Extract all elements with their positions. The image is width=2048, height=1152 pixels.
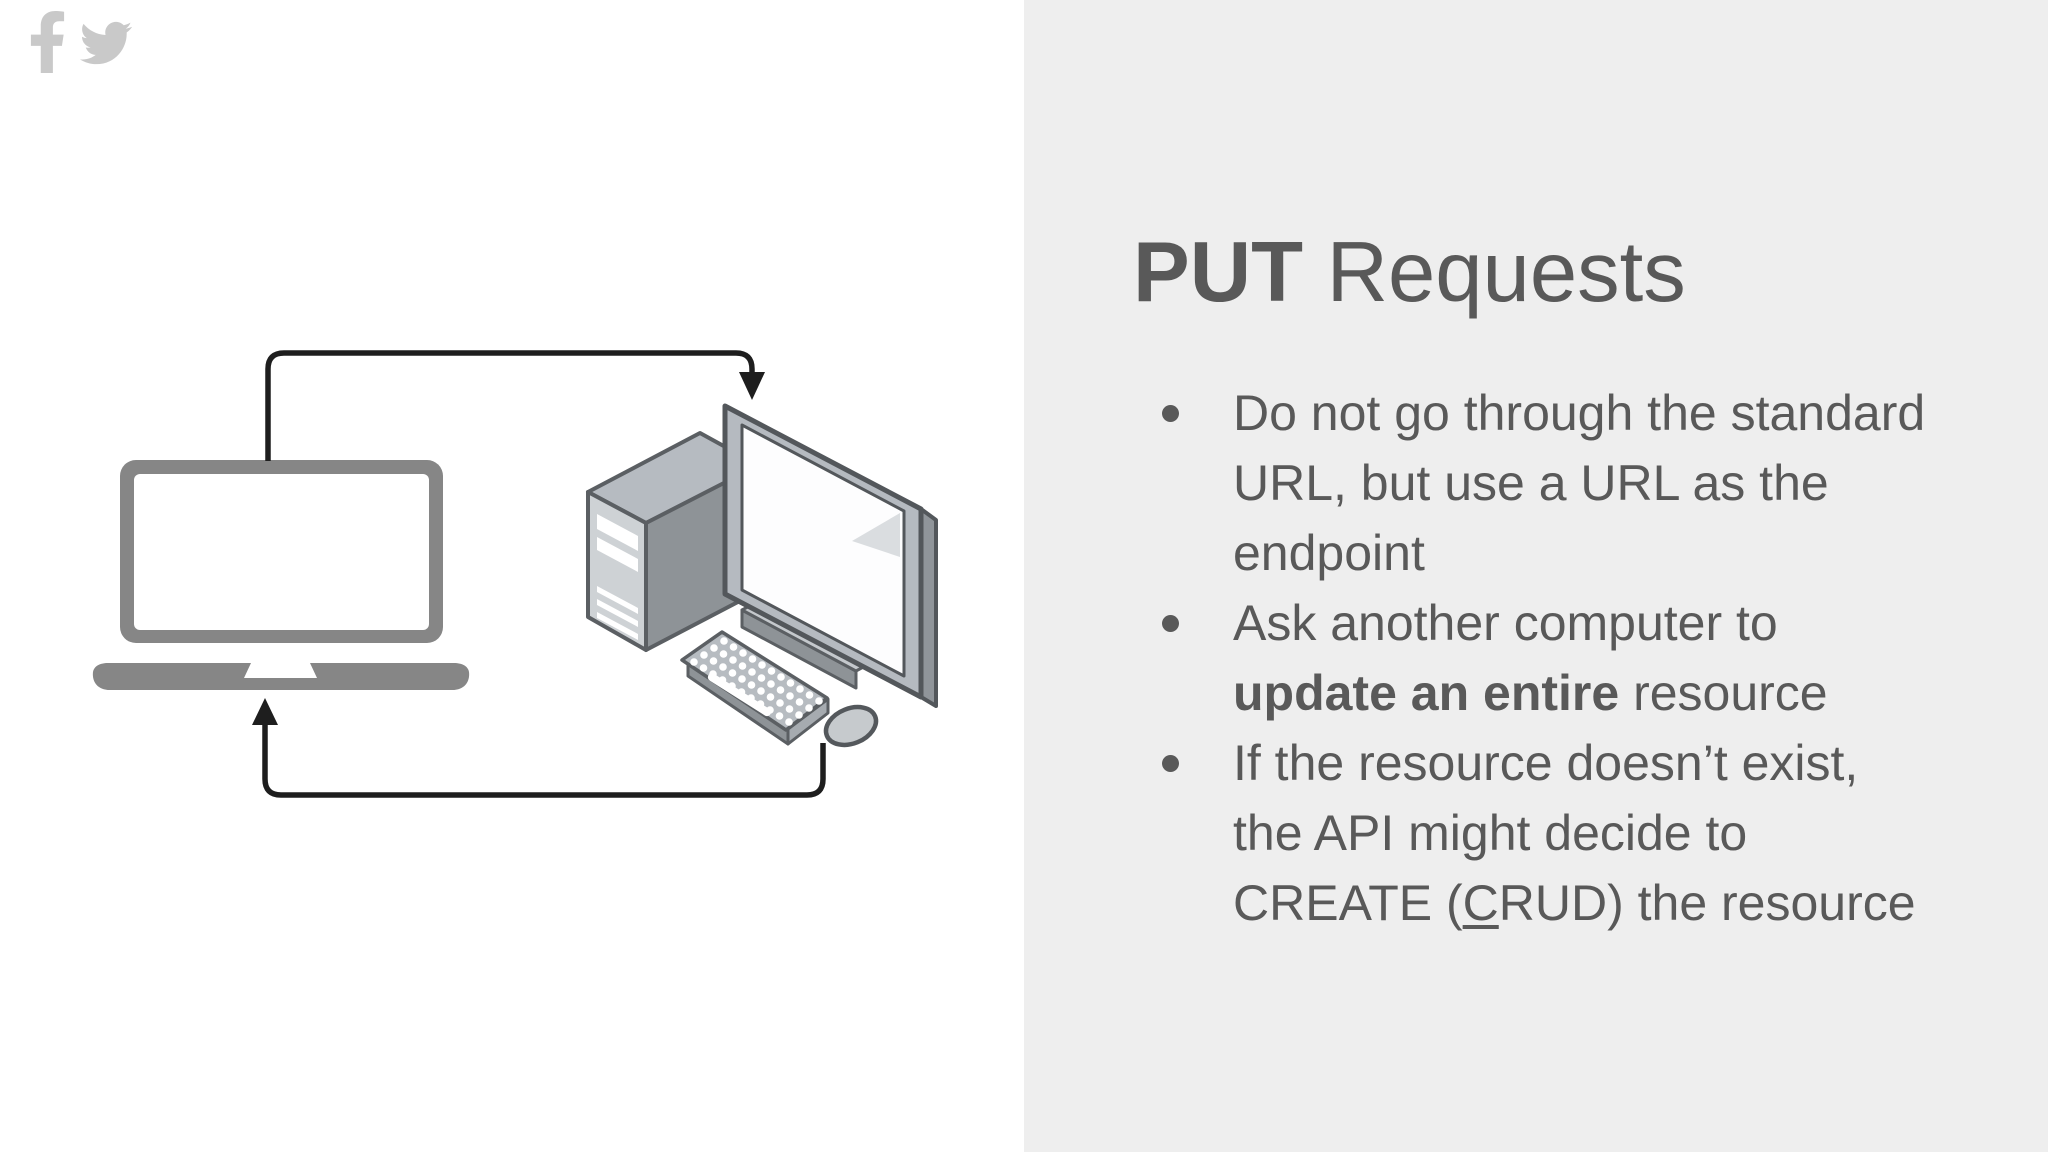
bullet-text: Ask another computer to update an entire… xyxy=(1233,595,1828,721)
keyboard-keys xyxy=(690,637,823,726)
bullet-text: If the resource doesn’t exist, the API m… xyxy=(1233,735,1916,931)
bullet-item: Ask another computer to update an entire… xyxy=(1024,588,2034,728)
request-arrowhead xyxy=(739,372,765,400)
response-arrowhead xyxy=(252,698,278,725)
laptop-notch xyxy=(244,663,317,678)
title-bold-text: PUT xyxy=(1133,225,1303,320)
screen-reflection xyxy=(852,513,900,557)
twitter-icon[interactable] xyxy=(74,17,138,69)
laptop-icon xyxy=(92,460,470,690)
page-title: PUT Requests xyxy=(1133,230,1686,315)
bullet-dot xyxy=(1162,405,1179,422)
bullet-dot xyxy=(1162,615,1179,632)
bullet-dot xyxy=(1162,755,1179,772)
laptop-screen xyxy=(134,474,429,630)
bullet-text: Do not go through the standard URL, but … xyxy=(1233,385,1926,581)
monitor xyxy=(722,403,938,708)
desktop-computer-icon xyxy=(586,403,938,748)
request-arrow xyxy=(265,350,765,461)
bullet-item: Do not go through the standard URL, but … xyxy=(1024,378,2034,588)
mouse xyxy=(823,704,879,748)
bullet-item: If the resource doesn’t exist, the API m… xyxy=(1024,728,2034,938)
social-icons xyxy=(0,0,200,100)
diagram-panel xyxy=(0,0,938,798)
request-response-diagram xyxy=(92,350,938,798)
facebook-icon[interactable] xyxy=(28,11,67,73)
bullet-list: Do not go through the standard URL, but … xyxy=(1024,378,2034,938)
response-arrow xyxy=(252,698,826,798)
title-regular-text: Requests xyxy=(1303,225,1686,320)
content-panel: PUT Requests Do not go through the stand… xyxy=(1024,0,2048,1152)
keyboard xyxy=(680,630,830,746)
tower-vents xyxy=(597,514,638,640)
